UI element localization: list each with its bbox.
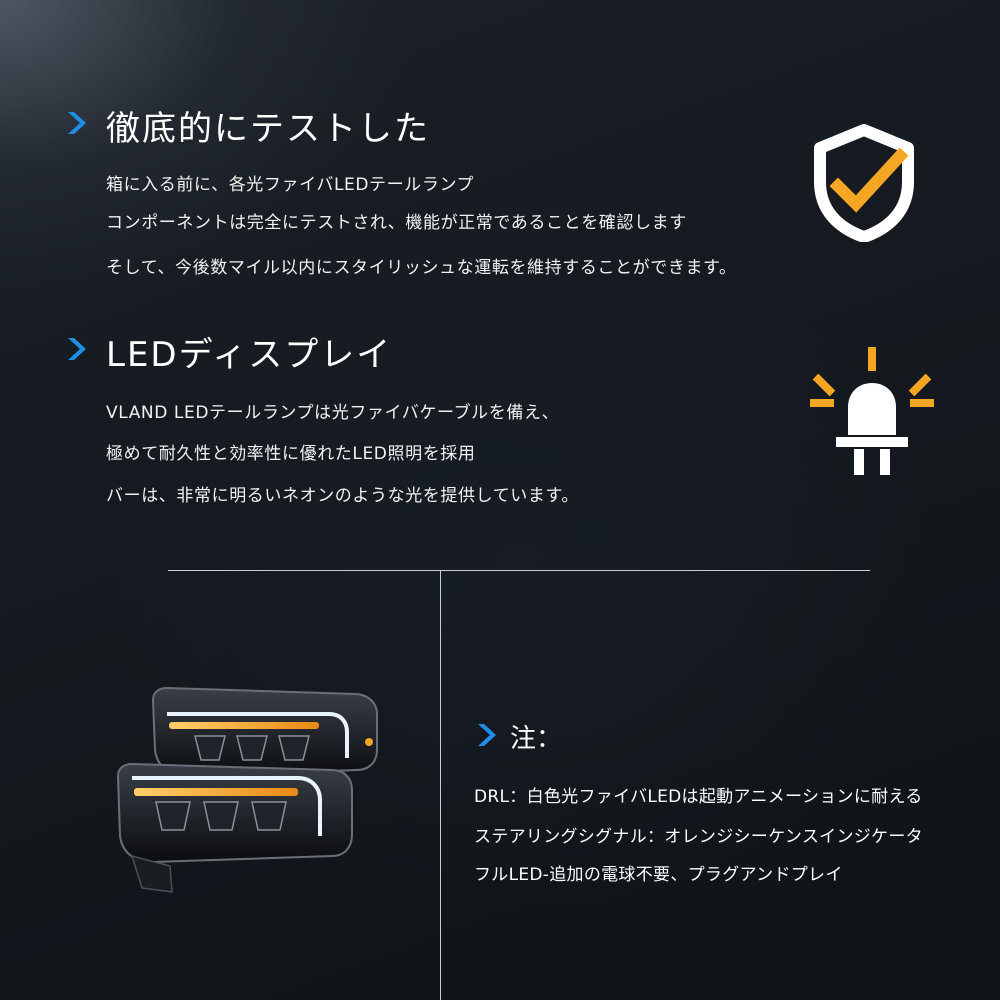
section-title-testing: 徹底的にテストした	[106, 109, 430, 149]
rear-headlight	[151, 686, 378, 778]
vertical-divider	[440, 571, 441, 1000]
note-line-full-led: フルLED-追加の電球不要、プラグアンドプレイ	[474, 865, 843, 885]
led-text-line-2: 極めて耐久性と効率性に優れたLED照明を採用	[106, 444, 476, 464]
section-title-led-display: LEDディスプレイ	[106, 335, 393, 375]
note-title: 注：	[510, 724, 563, 754]
led-bulb-icon	[810, 347, 934, 475]
chevron-right-icon	[68, 112, 86, 134]
led-text-line-3: バーは、非常に明るいネオンのような光を提供しています。	[106, 486, 579, 506]
note-line-drl: DRL：白色光ファイバLEDは起動アニメーションに耐える	[474, 787, 923, 807]
headlight-pair-image	[116, 686, 378, 893]
front-headlight	[116, 762, 353, 893]
chevron-right-icon	[68, 338, 86, 360]
testing-text-line-3: そして、今後数マイル以内にスタイリッシュな運転を維持することができます。	[106, 258, 737, 278]
testing-text-line-2: コンポーネントは完全にテストされ、機能が正常であることを確認します	[106, 213, 687, 233]
note-line-turn-signal: ステアリングシグナル：オレンジシーケンスインジケータ	[474, 827, 923, 847]
testing-text-line-1: 箱に入る前に、各光ファイバLEDテールランプ	[106, 175, 475, 195]
shield-check-icon	[814, 124, 914, 242]
horizontal-divider	[168, 570, 870, 571]
led-text-line-1: VLAND LEDテールランプは光ファイバケーブルを備え、	[106, 403, 560, 423]
chevron-right-icon	[478, 724, 496, 746]
